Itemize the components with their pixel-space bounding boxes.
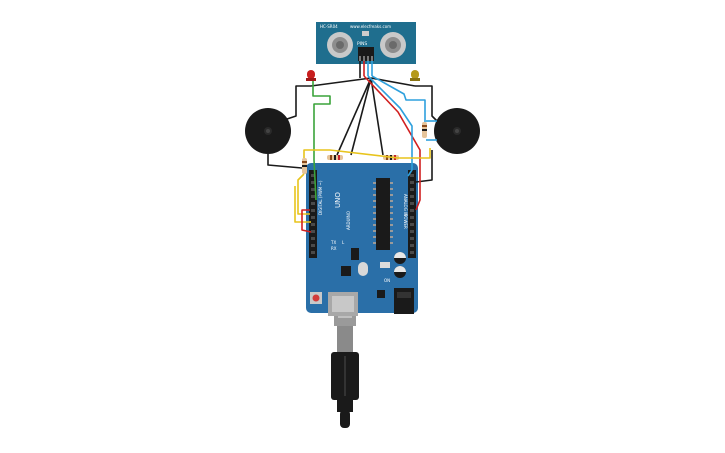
piezo-buzzer-right[interactable] [434,108,480,154]
wire-black-5[interactable] [336,77,372,156]
resistor-3[interactable] [302,158,307,174]
led-yellow[interactable] [410,70,420,81]
wire-black-7[interactable] [415,85,438,122]
board-brand: ARDUINO [346,211,351,230]
atmega-chip [376,178,390,250]
piezo-buzzer-left[interactable] [245,108,291,154]
on-led-label: ON [384,278,390,283]
crystal [358,262,368,276]
wire-black-3[interactable] [350,77,372,156]
wire-blue-2[interactable] [367,75,413,177]
wire-black-9[interactable] [415,150,433,183]
sensor-pin-header [358,47,374,61]
usb-connector-neck [337,326,353,354]
sensor-pins-label: PINS [357,41,367,47]
wire-red-2[interactable] [301,209,312,233]
wire-yellow-3[interactable] [294,186,311,223]
wire-blue-1[interactable] [371,75,426,122]
tx-label: TX [330,240,336,245]
l-led-label: L [342,240,345,245]
wire-red-vcc[interactable] [363,75,421,211]
analog-header-label: ANALOG IN [403,194,408,216]
wire-yellow-2[interactable] [303,148,431,159]
wires [267,61,438,233]
wire-black-1[interactable] [310,77,372,87]
digital-header [309,170,317,258]
sensor-crystal [362,31,369,36]
wire-black-4[interactable] [370,77,384,156]
resistor-1[interactable] [327,155,343,160]
resistor-4[interactable] [422,122,427,138]
wire-green[interactable] [312,81,331,201]
usb-cable-strain-relief [340,410,350,428]
ultrasonic-sensor[interactable]: HC-SR04 www.elecfreaks.com PINS [316,22,416,64]
icsp-header [351,248,359,260]
digital-header-label: DIGITAL (PWM ~) [318,180,323,215]
sensor-website: www.elecfreaks.com [350,24,391,29]
wire-yellow-1[interactable] [297,173,310,215]
regulator [377,290,385,298]
arduino-uno-board[interactable]: UNO ARDUINO DIGITAL (PWM ~) ANALOG IN PO… [306,163,418,316]
board-title: UNO [334,192,342,208]
wire-black-6[interactable] [280,85,311,122]
power-analog-header [408,170,416,258]
usb-chip [341,266,351,276]
power-header-label: POWER [403,214,408,229]
wire-black-8[interactable] [267,154,303,169]
dc-power-jack [394,288,414,314]
led-red[interactable] [306,70,316,81]
sensor-model: HC-SR04 [320,24,338,29]
rx-label: RX [331,246,337,251]
